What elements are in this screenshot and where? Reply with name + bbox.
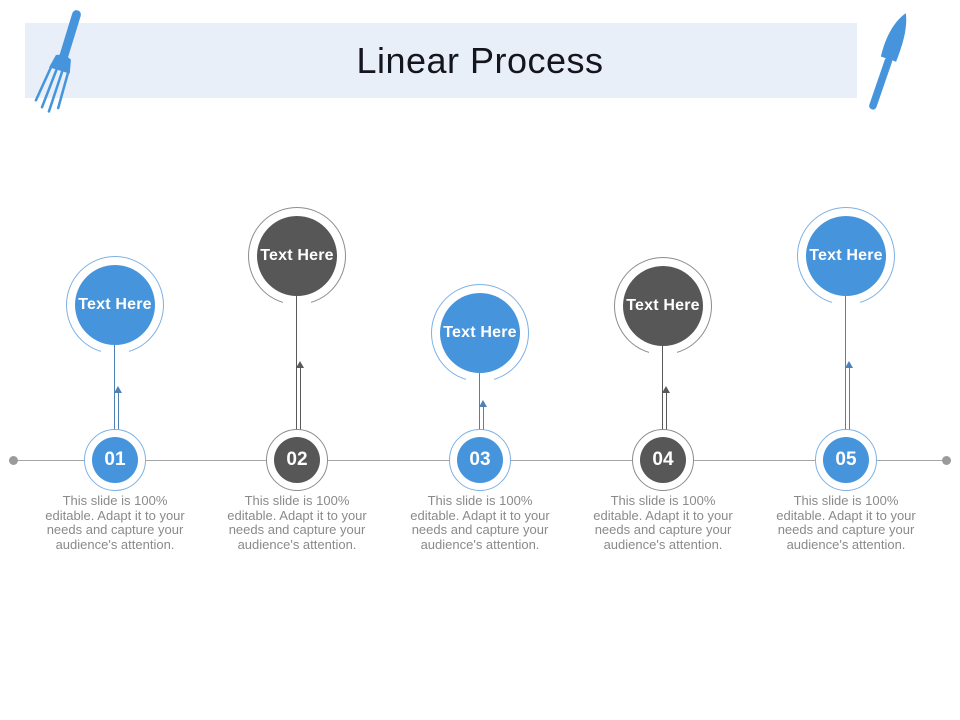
process-step-2: Text Here 02 This slide is 100% editable…: [215, 0, 379, 720]
arrow-up-icon: [479, 399, 487, 407]
step-description: This slide is 100% editable. Adapt it to…: [45, 493, 185, 552]
timeline-start-dot: [9, 456, 18, 465]
header-bar: [25, 23, 857, 98]
arrow-up-icon: [662, 386, 670, 393]
ring-gap: [466, 376, 494, 388]
ring-gap: [649, 349, 677, 361]
process-step-5: Text Here 05 This slide is 100% editable…: [764, 0, 928, 720]
arrow-shaft: [118, 392, 119, 440]
arrow-up-icon: [845, 361, 853, 368]
timeline-end-dot: [942, 456, 951, 465]
text-here-circle: Text Here: [623, 266, 703, 346]
text-here-circle: Text Here: [257, 216, 337, 296]
ring-gap: [101, 348, 129, 360]
text-here-circle: Text Here: [440, 293, 520, 373]
step-description: This slide is 100% editable. Adapt it to…: [593, 493, 733, 552]
text-here-circle: Text Here: [75, 265, 155, 345]
connector-line: [479, 373, 480, 440]
step-number-badge: 03: [457, 437, 503, 483]
step-number-badge: 04: [640, 437, 686, 483]
arrow-shaft: [483, 406, 484, 440]
step-description: This slide is 100% editable. Adapt it to…: [410, 493, 550, 552]
arrow-shaft: [300, 368, 301, 440]
connector-line: [296, 296, 297, 440]
process-step-1: Text Here 01 This slide is 100% editable…: [33, 0, 197, 720]
step-number-badge: 05: [823, 437, 869, 483]
ring-gap: [283, 299, 311, 311]
knife-icon: [846, 4, 929, 119]
page-title: Linear Process: [356, 40, 604, 81]
step-description: This slide is 100% editable. Adapt it to…: [227, 493, 367, 552]
arrow-up-icon: [296, 361, 304, 368]
connector-line: [662, 346, 663, 440]
text-here-circle: Text Here: [806, 216, 886, 296]
step-number-badge: 02: [274, 437, 320, 483]
process-step-4: Text Here 04 This slide is 100% editable…: [581, 0, 745, 720]
step-number-badge: 01: [92, 437, 138, 483]
arrow-up-icon: [114, 385, 122, 393]
ring-gap: [832, 299, 860, 311]
arrow-shaft: [849, 368, 850, 440]
connector-line: [845, 296, 846, 440]
arrow-shaft: [666, 393, 667, 440]
connector-line: [114, 345, 115, 440]
fork-icon: [18, 2, 107, 123]
process-step-3: Text Here 03 This slide is 100% editable…: [398, 0, 562, 720]
step-description: This slide is 100% editable. Adapt it to…: [776, 493, 916, 552]
